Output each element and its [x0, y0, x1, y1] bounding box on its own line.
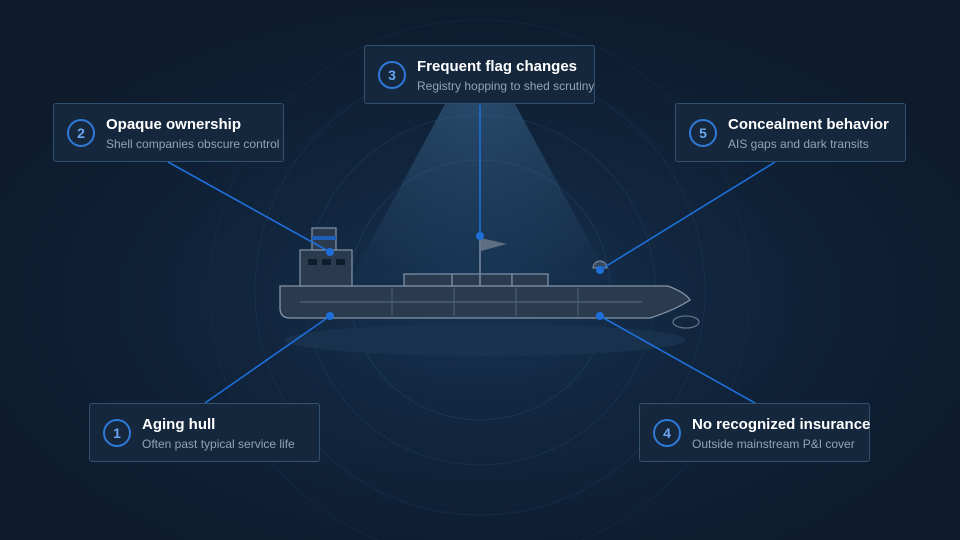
callout-number-badge: 5	[689, 119, 717, 147]
ship	[279, 227, 700, 329]
callout-title: Concealment behavior	[728, 116, 889, 133]
funnel-stripe	[312, 236, 336, 240]
callout-opaque-ownership: 2 Opaque ownership Shell companies obscu…	[53, 103, 284, 162]
anchor-dot-4	[596, 312, 604, 320]
callout-title: Opaque ownership	[106, 116, 242, 133]
connector-2	[167, 161, 331, 253]
callout-title: Aging hull	[142, 416, 216, 433]
callout-frequent-flag-changes: 3 Frequent flag changes Registry hopping…	[364, 45, 595, 104]
anchor-dot-1	[326, 312, 334, 320]
water-shadow	[285, 324, 685, 356]
bridge-superstructure	[299, 249, 353, 287]
hull-dividers	[391, 288, 579, 316]
callout-title: No recognized insurance	[692, 416, 871, 433]
callout-title: Frequent flag changes	[417, 58, 578, 75]
anchor-points	[326, 232, 604, 320]
callout-subtitle: Often past typical service life	[142, 437, 295, 451]
anchor-dot-2	[326, 248, 334, 256]
connector-1	[204, 315, 331, 404]
callout-number-badge: 3	[378, 61, 406, 89]
callout-number: 1	[113, 425, 121, 441]
anchor-dot-3	[476, 232, 484, 240]
connector-5	[599, 161, 776, 271]
connector-4	[599, 315, 756, 404]
callout-number: 3	[388, 67, 396, 83]
callout-number: 4	[663, 425, 671, 441]
callout-subtitle: Outside mainstream P&I cover	[692, 437, 855, 451]
callout-aging-hull: 1 Aging hull Often past typical service …	[89, 403, 320, 462]
callout-number: 5	[699, 125, 707, 141]
callout-number: 2	[77, 125, 85, 141]
radar-dome	[592, 260, 608, 269]
callout-number-badge: 1	[103, 419, 131, 447]
callout-concealment-behavior: 5 Concealment behavior AIS gaps and dark…	[675, 103, 906, 162]
anchor-dot-5	[596, 266, 604, 274]
callout-number-badge: 2	[67, 119, 95, 147]
callout-subtitle: Shell companies obscure control	[106, 137, 280, 151]
callout-no-recognized-insurance: 4 No recognized insurance Outside mainst…	[639, 403, 870, 462]
buoy	[672, 315, 700, 329]
flag	[481, 238, 507, 251]
callout-subtitle: AIS gaps and dark transits	[728, 137, 869, 151]
bridge-windows	[308, 259, 345, 265]
callout-subtitle: Registry hopping to shed scrutiny	[417, 79, 595, 93]
cargo-blocks	[403, 273, 549, 287]
callout-number-badge: 4	[653, 419, 681, 447]
connector-lines	[167, 105, 776, 404]
